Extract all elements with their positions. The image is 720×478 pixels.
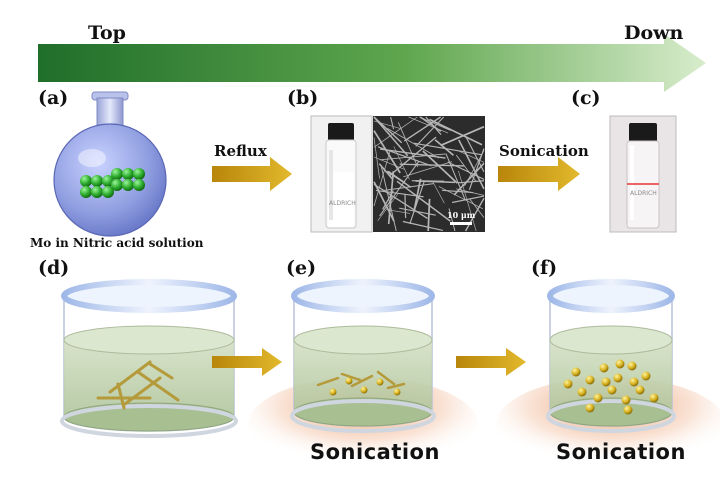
sem-nanowire xyxy=(382,190,394,210)
vial-photo-b xyxy=(310,115,373,233)
flow-end-label: Down xyxy=(624,22,684,44)
sem-nanowire xyxy=(387,171,395,225)
sem-nanowire xyxy=(373,130,401,174)
sem-nanowire xyxy=(434,139,454,156)
sem-nanowire xyxy=(448,208,456,232)
panel-label-f: (f) xyxy=(531,257,558,279)
sem-nanowire xyxy=(380,166,397,232)
sem-nanowire xyxy=(373,150,391,207)
sem-nanowire xyxy=(464,150,485,187)
sem-nanowire xyxy=(373,181,395,222)
sem-nanowire xyxy=(373,183,428,219)
panel-label-d: (d) xyxy=(38,257,70,279)
arrow-e-f xyxy=(456,348,526,376)
sem-nanowire xyxy=(388,209,411,214)
sem-nanowire xyxy=(403,161,453,178)
sem-nanowire xyxy=(413,142,483,156)
sem-nanowire xyxy=(469,199,485,218)
round-bottom-flask xyxy=(53,91,167,237)
sonication-arrow-top xyxy=(498,157,580,191)
fragments-e xyxy=(316,370,406,396)
sem-nanowire xyxy=(373,116,409,157)
nanowires-d xyxy=(96,360,180,410)
sem-nanowire xyxy=(419,116,442,132)
sem-nanowire xyxy=(432,181,445,204)
panel-label-e: (e) xyxy=(286,257,317,279)
sem-nanowire xyxy=(415,180,455,184)
sem-nanowire xyxy=(464,197,485,232)
sem-nanowire xyxy=(458,170,477,232)
reflux-arrow xyxy=(212,157,292,191)
beaker-d xyxy=(60,279,238,438)
sem-nanowire xyxy=(438,186,484,210)
vial-photo-c xyxy=(609,115,677,233)
sem-nanowire xyxy=(440,125,485,147)
sonication-label-f: Sonication xyxy=(556,440,686,464)
sem-nanowire xyxy=(445,153,466,201)
sem-nanowire xyxy=(415,116,445,147)
nanoparticles-f xyxy=(563,359,659,415)
panel-label-c: (c) xyxy=(571,87,601,109)
sem-nanowire xyxy=(429,118,483,146)
flow-arrow xyxy=(38,34,706,92)
sem-nanowire xyxy=(458,180,485,184)
flask-caption: Mo in Nitric acid solution xyxy=(30,236,204,250)
panel-label-a: (a) xyxy=(38,87,69,109)
sem-nanowire xyxy=(397,122,419,168)
vial-label-b: ALDRICH xyxy=(329,200,356,207)
sem-nanowire xyxy=(451,195,485,204)
sem-nanowire xyxy=(427,198,431,232)
sem-nanowire xyxy=(409,181,425,225)
sem-nanowire xyxy=(403,116,441,142)
sem-nanowire xyxy=(399,207,436,216)
sem-nanowire xyxy=(455,154,477,182)
sem-nanowire xyxy=(399,163,465,167)
vial-label-c: ALDRICH xyxy=(630,190,657,197)
sem-nanowire xyxy=(456,149,485,163)
sem-nanowire xyxy=(390,116,395,130)
scale-bar-label: 10 μm xyxy=(447,210,476,220)
sem-nanowire xyxy=(404,194,407,218)
sem-nanowire xyxy=(386,170,406,184)
beaker-f xyxy=(546,279,676,433)
sonication-label-e: Sonication xyxy=(310,440,440,464)
sem-nanowire xyxy=(425,116,442,136)
arrow-d-e xyxy=(212,348,282,376)
sem-nanowire xyxy=(413,178,422,212)
sem-image xyxy=(373,116,485,232)
beaker-e xyxy=(290,279,436,433)
sonication-arrow-label: Sonication xyxy=(499,142,589,160)
panel-label-b: (b) xyxy=(287,87,319,109)
sem-nanowire xyxy=(380,148,446,159)
flow-start-label: Top xyxy=(88,22,126,44)
sem-nanowire xyxy=(387,128,440,159)
mo-spheres xyxy=(80,168,145,198)
reflux-label: Reflux xyxy=(214,142,267,160)
sem-nanowire xyxy=(382,183,434,192)
